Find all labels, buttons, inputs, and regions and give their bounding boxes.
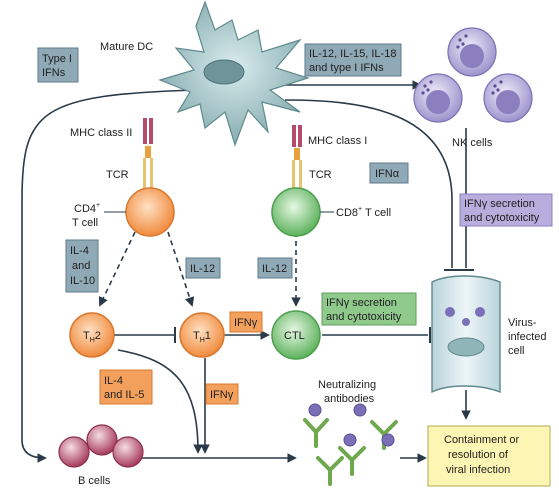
- ifn-alpha-box: [369, 162, 409, 184]
- il12-il15-il18-box: [304, 43, 402, 77]
- containment-line2: resolution of: [448, 449, 509, 461]
- containment-line1: Containment or: [444, 434, 520, 446]
- type1-ifns-line1: Type I: [42, 53, 72, 65]
- b-cells-label: B cells: [78, 475, 111, 487]
- ifng-bottom-label: IFNγ: [210, 389, 234, 401]
- arrow-cd4-to-th1: [167, 231, 195, 307]
- connectors: [21, 80, 474, 463]
- virus-particles-in-cell: [445, 307, 485, 326]
- th1-label: TH1: [193, 330, 211, 344]
- nk-cells: [413, 27, 533, 123]
- il12-il15-il18-line1: IL-12, IL-15, IL-18: [309, 48, 396, 60]
- th2-cell: [69, 312, 115, 358]
- il12-right-box: [257, 257, 293, 279]
- cd4-tcell-label: T cell: [72, 217, 98, 229]
- cd4-label: CD4+: [74, 202, 100, 215]
- arrow-th2-to-bottom: [117, 349, 203, 454]
- ifng-small-label: IFNγ: [234, 317, 258, 329]
- neutralizing-label-1: Neutralizing: [318, 379, 376, 391]
- arrow-dc-to-virus-ifna: [284, 99, 453, 268]
- mhc1-tcr-complex: [292, 125, 302, 192]
- mature-dc-cell: [158, 0, 311, 147]
- mhc2-tcr-complex: [143, 118, 153, 192]
- il4-il5-box: [99, 369, 153, 405]
- ifng-bottom-box: [205, 383, 239, 405]
- nk-cells-label: NK cells: [452, 137, 493, 149]
- il12-right-label: IL-12: [262, 263, 287, 275]
- ctl-ifng-box: [321, 292, 417, 326]
- containment-box: [427, 425, 551, 487]
- th1-cell: [179, 312, 225, 358]
- arrow-dc-to-bcells: [21, 89, 196, 463]
- arrow-cd4-to-th2: [98, 231, 136, 307]
- b-cells: [58, 424, 144, 468]
- virus-infected-cell: [431, 275, 501, 394]
- neutralizing-label-2: antibodies: [324, 393, 375, 405]
- il12-il15-il18-line2: and type I IFNs: [309, 62, 384, 74]
- cd8-label: CD8+ T cell: [336, 206, 391, 219]
- il4-il5-line1: IL-4: [104, 375, 123, 387]
- il4-il10-line3: IL-10: [70, 275, 95, 287]
- containment-line3: viral infection: [446, 464, 510, 476]
- tcr-left-label: TCR: [106, 169, 129, 181]
- il4-il10-line1: IL-4: [70, 245, 89, 257]
- ctl-ifng-line2: and cytotoxicity: [326, 311, 402, 323]
- virus-cell-label-1: Virus-: [508, 317, 537, 329]
- il4-il5-line2: and IL-5: [104, 389, 144, 401]
- ctl-label: CTL: [284, 330, 305, 342]
- mature-dc-label: Mature DC: [100, 41, 153, 53]
- cd4-t-cell: [125, 187, 175, 237]
- virus-cell-label-2: infected: [508, 331, 547, 343]
- tcr-right-label: TCR: [309, 169, 332, 181]
- il4-il10-line2: and: [72, 260, 90, 272]
- mhc2-label: MHC class II: [70, 127, 132, 139]
- cd8-t-cell: [271, 187, 321, 237]
- nk-ifng-box: [459, 193, 553, 227]
- virus-particles: [308, 403, 395, 447]
- nk-ifng-line2: and cytotoxicity: [464, 212, 540, 224]
- type1-ifns-line2: IFNs: [42, 67, 66, 79]
- mhc1-label: MHC class I: [308, 135, 367, 147]
- neutralizing-antibodies: [303, 418, 398, 486]
- ifn-alpha-label: IFNα: [375, 168, 400, 180]
- nk-ifng-line1: IFNγ secretion: [464, 198, 535, 210]
- virus-cell-label-3: cell: [508, 345, 525, 357]
- ctl-ifng-line1: IFNγ secretion: [326, 297, 397, 309]
- il12-mid-box: [185, 257, 221, 279]
- th2-label: TH2: [83, 330, 101, 344]
- type1-ifns-box: [37, 47, 79, 83]
- il12-mid-label: IL-12: [190, 263, 215, 275]
- ctl-cell: [271, 310, 321, 360]
- ifng-small-box: [229, 311, 263, 333]
- dc-nucleus: [203, 59, 245, 85]
- il4-il10-box: [65, 239, 99, 293]
